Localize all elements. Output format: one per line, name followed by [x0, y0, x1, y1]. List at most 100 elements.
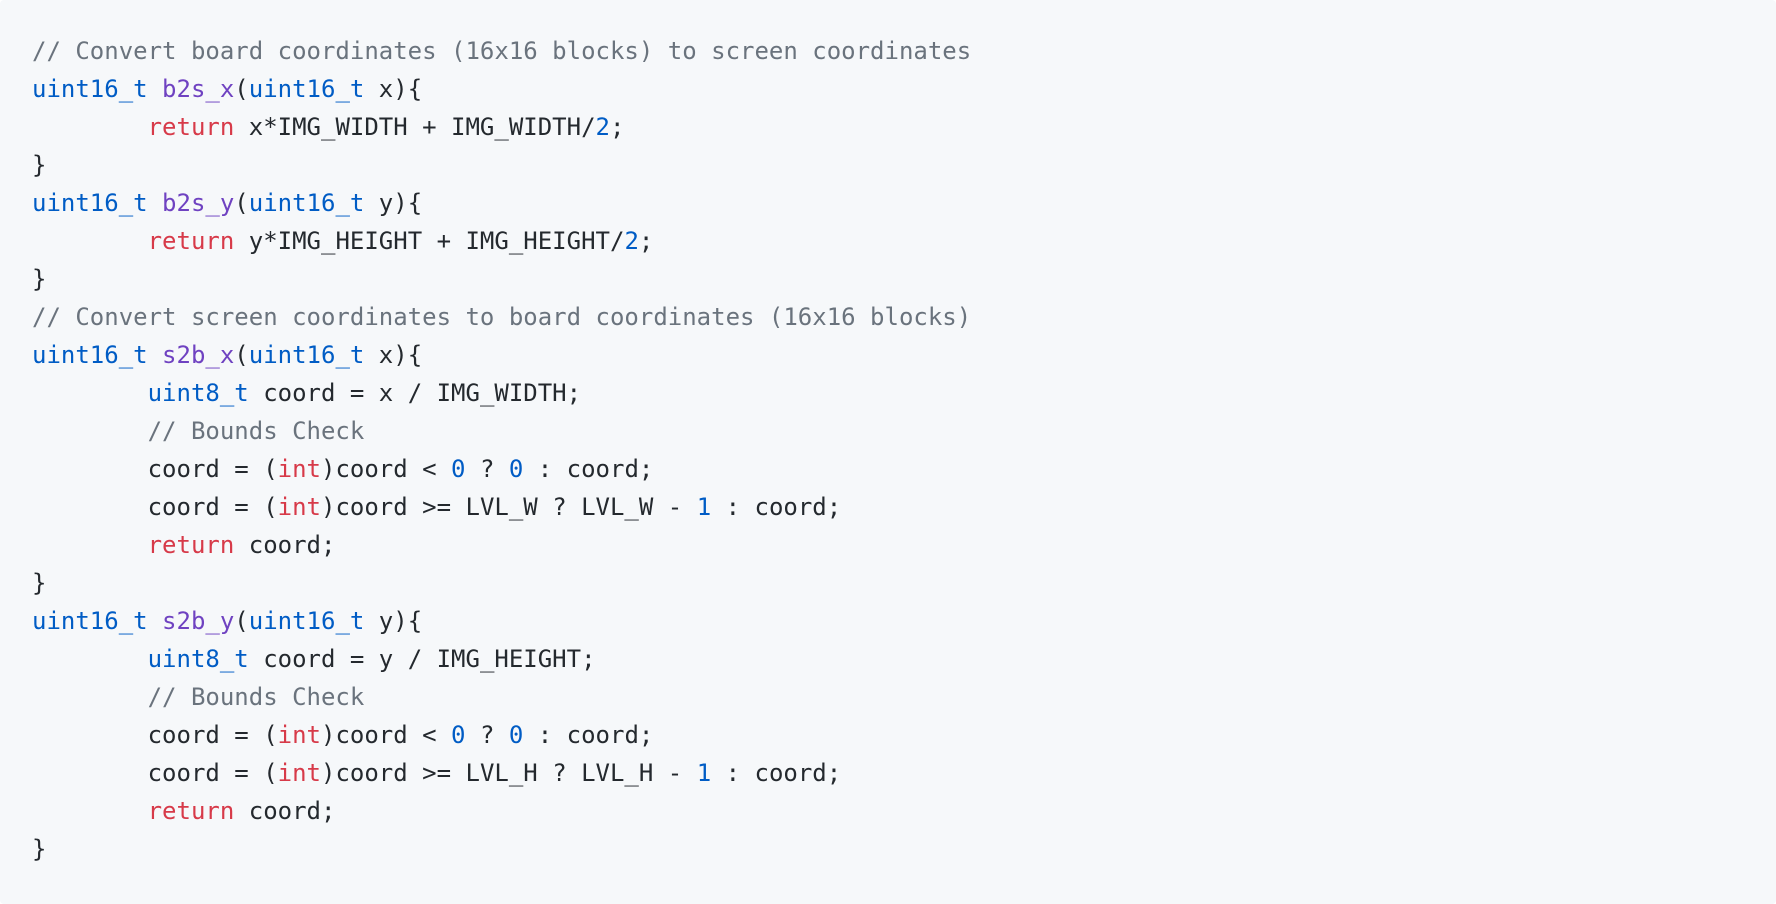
code-line: return y*IMG_HEIGHT + IMG_HEIGHT/2;	[32, 222, 1776, 260]
code-text	[148, 189, 162, 217]
code-text: : coord;	[523, 721, 654, 749]
code-text: )coord <	[321, 721, 452, 749]
code-line: uint16_t b2s_x(uint16_t x){	[32, 70, 1776, 108]
code-text: ?	[465, 721, 509, 749]
code-type-keyword: uint16_t	[32, 75, 148, 103]
code-type-keyword: uint16_t	[248, 607, 365, 635]
code-text: coord = (	[32, 721, 278, 749]
code-number: 2	[624, 227, 639, 255]
code-line: // Convert screen coordinates to board c…	[32, 298, 1776, 336]
code-line: coord = (int)coord < 0 ? 0 : coord;	[32, 450, 1776, 488]
code-text: }	[32, 569, 47, 597]
code-text: coord = y / IMG_HEIGHT;	[248, 645, 596, 673]
code-text: coord = (	[32, 759, 278, 787]
code-keyword: int	[277, 493, 321, 521]
code-lines[interactable]: // Convert board coordinates (16x16 bloc…	[32, 32, 1776, 868]
code-line: uint16_t s2b_x(uint16_t x){	[32, 336, 1776, 374]
code-comment: // Convert screen coordinates to board c…	[32, 303, 972, 331]
code-number: 0	[508, 455, 524, 483]
code-text: }	[32, 265, 47, 293]
code-function-name: s2b_y	[162, 607, 235, 635]
code-line: uint16_t b2s_y(uint16_t y){	[32, 184, 1776, 222]
code-text	[32, 379, 148, 407]
code-text: : coord;	[711, 759, 842, 787]
code-type-keyword: uint16_t	[32, 607, 148, 635]
code-type-keyword: uint16_t	[248, 341, 365, 369]
code-text	[32, 531, 148, 559]
code-number: 0	[508, 721, 524, 749]
code-text: x){	[364, 341, 423, 369]
code-text: }	[32, 835, 47, 863]
code-text: : coord;	[523, 455, 654, 483]
code-text: ;	[609, 113, 625, 141]
code-keyword: int	[277, 721, 321, 749]
code-text: : coord;	[711, 493, 842, 521]
code-text: ;	[638, 227, 654, 255]
code-text: coord = x / IMG_WIDTH;	[248, 379, 582, 407]
code-text: x){	[364, 75, 423, 103]
code-number: 0	[451, 721, 466, 749]
code-function-name: s2b_x	[162, 341, 235, 369]
code-text: y*IMG_HEIGHT + IMG_HEIGHT/	[234, 227, 625, 255]
code-line: uint8_t coord = y / IMG_HEIGHT;	[32, 640, 1776, 678]
code-text: coord;	[234, 531, 336, 559]
code-line: // Bounds Check	[32, 678, 1776, 716]
code-line: // Bounds Check	[32, 412, 1776, 450]
code-line: uint8_t coord = x / IMG_WIDTH;	[32, 374, 1776, 412]
code-line: return x*IMG_WIDTH + IMG_WIDTH/2;	[32, 108, 1776, 146]
code-text: )coord >= LVL_H ? LVL_H -	[321, 759, 697, 787]
code-line: uint16_t s2b_y(uint16_t y){	[32, 602, 1776, 640]
code-text: (	[234, 75, 249, 103]
code-text: (	[234, 341, 249, 369]
code-comment: // Bounds Check	[147, 683, 365, 711]
code-type-keyword: uint16_t	[248, 75, 365, 103]
code-comment: // Convert board coordinates (16x16 bloc…	[32, 37, 972, 65]
code-line: coord = (int)coord >= LVL_W ? LVL_W - 1 …	[32, 488, 1776, 526]
code-text	[32, 797, 148, 825]
code-function-name: b2s_y	[162, 189, 235, 217]
code-keyword: return	[147, 797, 235, 825]
code-type-keyword: uint8_t	[147, 645, 249, 673]
code-keyword: return	[147, 531, 235, 559]
code-text: ?	[465, 455, 509, 483]
code-keyword: int	[277, 455, 321, 483]
code-text: )coord >= LVL_W ? LVL_W -	[321, 493, 697, 521]
code-line: return coord;	[32, 792, 1776, 830]
code-text: coord = (	[32, 493, 278, 521]
code-text	[32, 417, 148, 445]
code-line: // Convert board coordinates (16x16 bloc…	[32, 32, 1776, 70]
code-line: }	[32, 260, 1776, 298]
code-text: (	[234, 607, 249, 635]
code-line: }	[32, 564, 1776, 602]
code-type-keyword: uint8_t	[147, 379, 249, 407]
code-text: coord;	[234, 797, 336, 825]
code-type-keyword: uint16_t	[32, 341, 148, 369]
code-text: }	[32, 151, 47, 179]
code-keyword: int	[277, 759, 321, 787]
code-text	[148, 607, 162, 635]
code-text	[32, 645, 148, 673]
code-text	[32, 113, 148, 141]
code-text	[148, 75, 162, 103]
code-text	[148, 341, 162, 369]
code-text: x*IMG_WIDTH + IMG_WIDTH/	[234, 113, 596, 141]
code-comment: // Bounds Check	[147, 417, 365, 445]
code-text: y){	[364, 607, 423, 635]
code-line: coord = (int)coord < 0 ? 0 : coord;	[32, 716, 1776, 754]
code-line: }	[32, 830, 1776, 868]
code-text	[32, 683, 148, 711]
code-number: 0	[451, 455, 466, 483]
code-number: 1	[696, 493, 712, 521]
code-text: coord = (	[32, 455, 278, 483]
code-text: y){	[364, 189, 423, 217]
code-text: (	[234, 189, 249, 217]
code-function-name: b2s_x	[162, 75, 235, 103]
code-text	[32, 227, 148, 255]
code-line: return coord;	[32, 526, 1776, 564]
code-line: }	[32, 146, 1776, 184]
code-number: 2	[595, 113, 610, 141]
code-type-keyword: uint16_t	[248, 189, 365, 217]
code-keyword: return	[147, 227, 235, 255]
code-type-keyword: uint16_t	[32, 189, 148, 217]
